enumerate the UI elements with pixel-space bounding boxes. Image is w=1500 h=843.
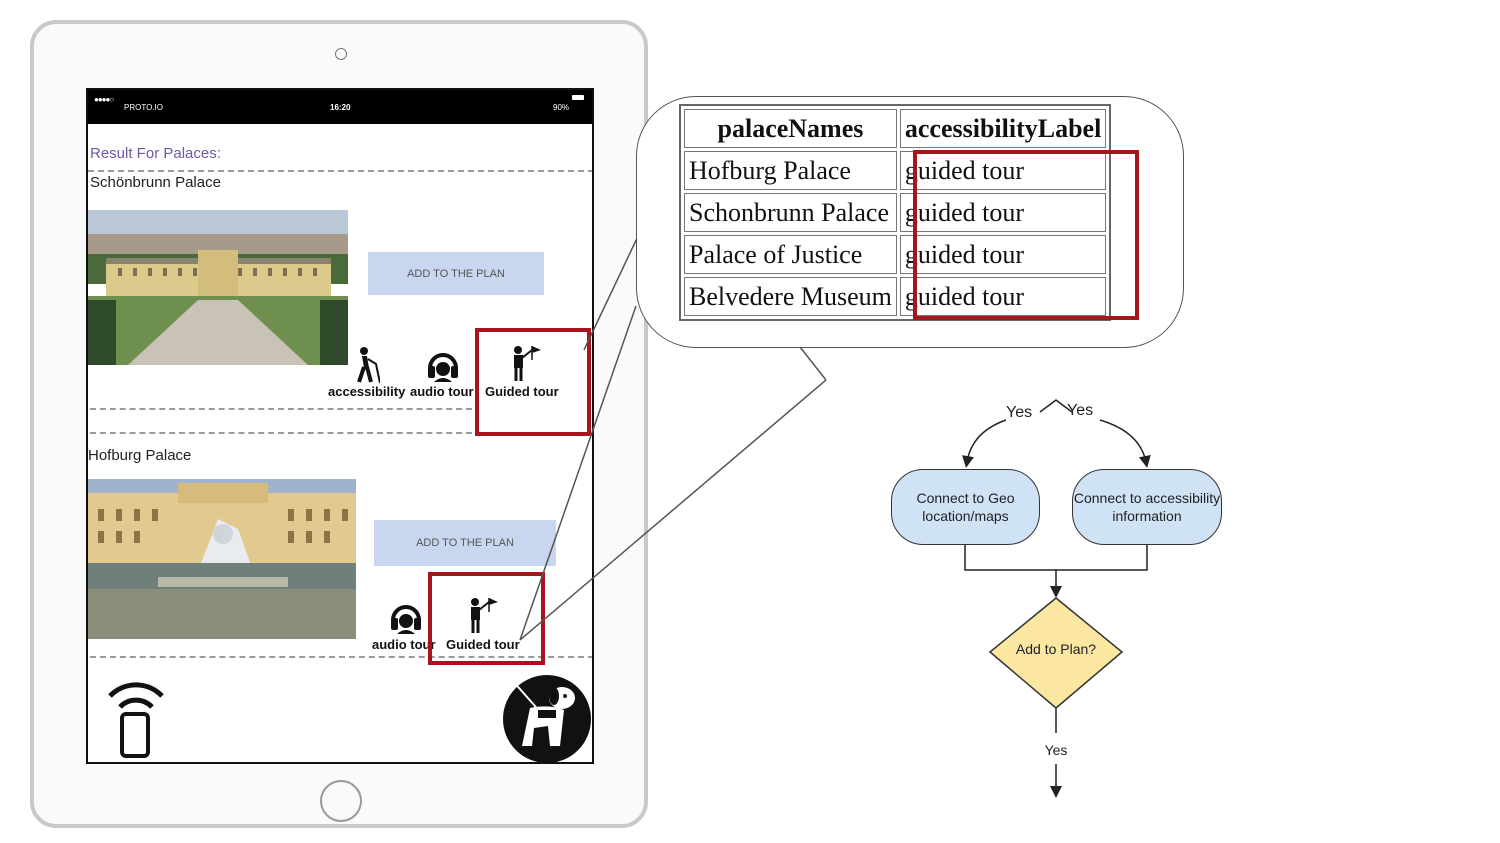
walking-cane-icon[interactable] (350, 346, 381, 389)
schonbrunn-photo (88, 210, 348, 365)
table-row: Palace of Justice guided tour (684, 235, 1107, 274)
divider (88, 170, 592, 172)
home-button[interactable] (320, 780, 362, 822)
table-cell: guided tour (899, 193, 1107, 232)
guide-flag-icon[interactable] (508, 344, 542, 387)
table-row: Belvedere Museum guided tour (684, 277, 1107, 316)
battery-icon (572, 95, 584, 100)
feature-label: audio tour (410, 384, 474, 399)
table-cell: Hofburg Palace (684, 151, 897, 190)
table-cell: Schonbrunn Palace (684, 193, 897, 232)
geo-location-box: Connect to Geo location/maps (891, 469, 1040, 545)
table-header-row: palaceNames accessibilityLabel (684, 109, 1107, 148)
table-cell: guided tour (899, 277, 1107, 316)
guide-flag-icon[interactable] (465, 596, 499, 639)
table-row: Schonbrunn Palace guided tour (684, 193, 1107, 232)
clock: 16:20 (330, 103, 351, 112)
table-cell: guided tour (899, 151, 1107, 190)
palace-name[interactable]: Hofburg Palace (88, 447, 192, 464)
palace-table: palaceNames accessibilityLabel Hofburg P… (679, 104, 1112, 321)
branch-label: Yes (1067, 402, 1094, 419)
carrier-name: PROTO.IO (124, 103, 163, 112)
palace-name[interactable]: Schönbrunn Palace (90, 174, 221, 191)
status-bar: ●●●●○ PROTO.IO 16:20 90% (88, 90, 592, 124)
add-to-plan-button[interactable]: ADD TO THE PLAN (374, 520, 556, 566)
table-cell: Palace of Justice (684, 235, 897, 274)
feature-label: Guided tour (485, 384, 559, 399)
highlight-box (428, 572, 545, 665)
divider (90, 408, 472, 410)
battery-percent: 90% (553, 103, 570, 112)
phone-signal-icon[interactable] (104, 680, 168, 762)
accessibility-info-box: Connect to accessibility information (1072, 469, 1222, 545)
highlight-box (475, 328, 591, 436)
feature-label: accessibility (328, 384, 406, 399)
tablet-screen: ●●●●○ PROTO.IO 16:20 90% Result For Pala… (86, 88, 594, 764)
highlight-box (913, 150, 1139, 320)
table-cell: guided tour (899, 235, 1107, 274)
exit-label: Yes (1044, 742, 1068, 758)
column-header: palaceNames (684, 109, 897, 148)
callout-bubble (636, 96, 1184, 348)
table-row: Hofburg Palace guided tour (684, 151, 1107, 190)
feature-label: Guided tour (446, 637, 520, 652)
headphones-icon[interactable] (389, 600, 423, 639)
signal-strength: ●●●●○ (94, 95, 114, 104)
table-cell: Belvedere Museum (684, 277, 897, 316)
feature-label: audio tour (372, 637, 436, 652)
branch-label: Yes (1006, 404, 1033, 421)
column-header: accessibilityLabel (899, 109, 1107, 148)
decision-label: Add to Plan? (1015, 641, 1097, 657)
hofburg-photo (88, 479, 356, 639)
result-title: Result For Palaces: (90, 145, 221, 162)
add-to-plan-button[interactable]: ADD TO THE PLAN (368, 252, 544, 295)
headphones-icon[interactable] (426, 348, 460, 387)
divider (90, 432, 472, 434)
guide-dog-icon[interactable] (502, 674, 592, 762)
divider (90, 656, 592, 658)
camera-icon (335, 48, 347, 60)
